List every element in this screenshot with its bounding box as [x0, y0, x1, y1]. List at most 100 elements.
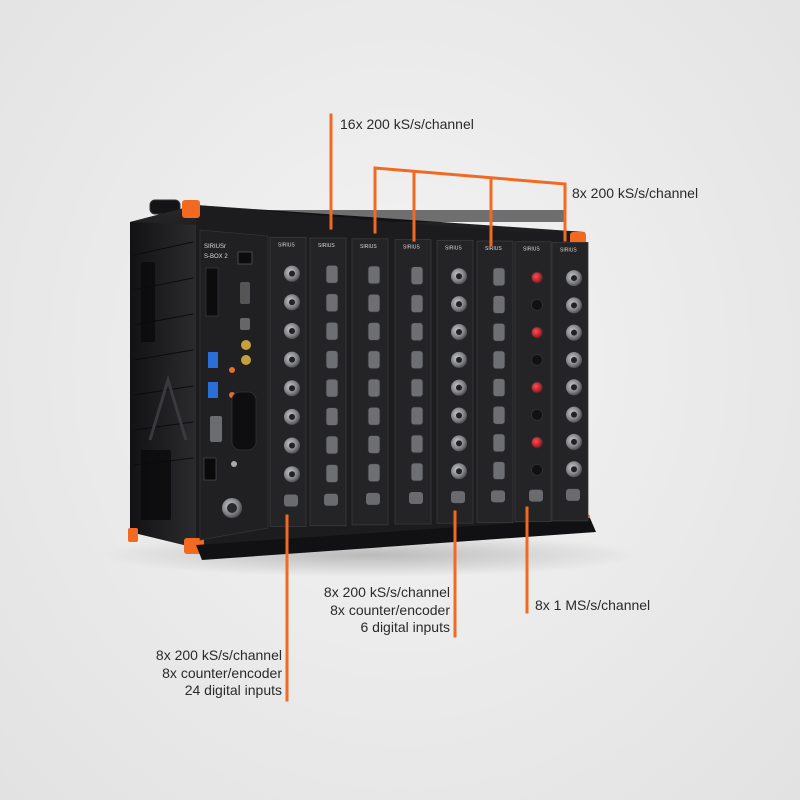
dsub-connector — [325, 407, 339, 426]
callout-lines — [285, 113, 567, 702]
side-brace — [148, 374, 188, 441]
callout-top-left-line-1: 16x 200 kS/s/channel — [340, 116, 474, 132]
module-brand-label: SIRIUS — [360, 244, 377, 250]
dsub-connector — [492, 378, 506, 397]
callout-bottom-mid-line-2: 8x counter/encoder — [330, 601, 450, 618]
callout-bottom-right-line-1: 8x 1 MS/s/channel — [535, 597, 651, 613]
dsub-connector — [410, 378, 424, 398]
callout-bottom-left-line-3: 24 digital inputs — [184, 682, 282, 698]
bnc-pin — [571, 466, 577, 473]
dsub-connector — [367, 378, 381, 398]
dsub-connector — [367, 406, 381, 426]
bnc-pin — [571, 384, 577, 391]
dsub-connector — [410, 322, 424, 342]
dsub-connector — [492, 433, 506, 453]
dsub-connector — [325, 293, 339, 313]
banana-jack — [531, 436, 543, 449]
dsub-connector — [410, 294, 424, 314]
callout-bottom-mid: 8x 200 kS/s/channel 8x counter/encoder 6… — [324, 584, 450, 637]
dsub-connector — [492, 461, 506, 480]
bnc-pin — [571, 411, 577, 418]
module-bottom-connector — [324, 493, 338, 506]
bnc-pin — [571, 275, 577, 282]
callout-bottom-left-line-2: 8x counter/encoder — [162, 664, 282, 681]
banana-jack — [531, 354, 543, 366]
dsub-connector — [367, 293, 381, 313]
dsub-connector — [367, 435, 381, 454]
chassis-base — [196, 518, 596, 560]
module-bottom-connector — [451, 491, 465, 504]
module-bottom-connector — [566, 488, 580, 501]
module-brand-label: SIRIUS — [523, 247, 540, 253]
callout-bottom-mid-line-3: 6 digital inputs — [360, 619, 450, 635]
module-bottom-connector — [529, 489, 543, 502]
dsub-connector — [410, 434, 424, 454]
bnc-pin — [289, 385, 295, 392]
callout-line-top-right-bracket — [373, 166, 567, 242]
callout-bottom-right: 8x 1 MS/s/channel — [535, 597, 650, 615]
callout-top-right-line-1: 8x 200 kS/s/channel — [572, 185, 699, 201]
bnc-pin — [571, 438, 577, 445]
bnc-pin — [289, 413, 295, 420]
dsub-connector — [367, 322, 381, 341]
bnc-pin — [456, 301, 462, 308]
dsub-connector — [325, 464, 339, 483]
module-brand-label: SIRIUS — [278, 242, 295, 248]
bnc-pin — [289, 356, 295, 363]
module-panel — [514, 241, 552, 523]
module-brand-label: SIRIUS — [318, 243, 335, 249]
bnc-pin — [289, 471, 295, 478]
callout-bottom-left-line-1: 8x 200 kS/s/channel — [155, 647, 282, 663]
callout-top-right: 8x 200 kS/s/channel — [572, 185, 698, 203]
module-brand-label: SIRIUS — [403, 245, 420, 251]
banana-jack — [531, 271, 543, 284]
bnc-pin — [571, 356, 577, 363]
dsub-connector — [325, 435, 339, 455]
dsub-connector — [325, 321, 339, 341]
bnc-pin — [456, 328, 462, 335]
dsub-connector — [492, 267, 506, 287]
module-brand-label: SIRIUS — [445, 245, 462, 251]
bnc-pin — [571, 302, 577, 309]
dsub-connector — [410, 462, 424, 482]
bnc-pin — [456, 356, 462, 363]
module-brand-label: SIRIUS — [560, 247, 577, 253]
dsub-connector — [492, 295, 506, 314]
callout-bottom-mid-line-1: 8x 200 kS/s/channel — [323, 584, 450, 600]
banana-jack — [531, 381, 543, 394]
dsub-connector — [367, 463, 381, 483]
bnc-pin — [289, 327, 295, 334]
bnc-pin — [456, 412, 462, 419]
dsub-connector — [325, 350, 339, 370]
bnc-pin — [456, 273, 462, 280]
bnc-pin — [456, 468, 462, 475]
banana-jack — [531, 299, 543, 311]
banana-jack — [531, 326, 543, 339]
dsub-connector — [410, 266, 424, 286]
module-bottom-connector — [366, 492, 380, 505]
module-bottom-connector — [491, 490, 505, 503]
dsub-connector — [325, 378, 339, 398]
dsub-connector — [492, 405, 506, 425]
bnc-pin — [456, 384, 462, 391]
module-brand-label: SIRIUS — [485, 246, 502, 252]
dsub-connector — [410, 350, 424, 370]
module-slots: SIRIUS SIRIUS SIRIUS SIRIUS SIRIUS SIRIUS SIRI… — [269, 236, 589, 527]
brand-label: SIRIUSr — [204, 244, 226, 250]
dsub-connector — [367, 350, 381, 370]
bnc-pin — [289, 270, 295, 277]
control-panel: SIRIUSr S-BOX 2 — [199, 229, 269, 541]
dsub-connector — [367, 265, 381, 285]
dsub-connector — [325, 264, 339, 284]
module-bottom-connector — [284, 494, 298, 507]
bnc-pin — [456, 440, 462, 447]
banana-jack — [531, 463, 543, 476]
bnc-pin — [289, 299, 295, 306]
bnc-pin — [289, 442, 295, 449]
dsub-connector — [492, 322, 506, 342]
model-label: S-BOX 2 — [204, 254, 228, 260]
module-bottom-connector — [409, 492, 423, 505]
callout-top-left: 16x 200 kS/s/channel — [340, 116, 474, 134]
side-vents — [141, 262, 171, 520]
callout-bottom-left: 8x 200 kS/s/channel 8x counter/encoder 2… — [156, 647, 282, 700]
